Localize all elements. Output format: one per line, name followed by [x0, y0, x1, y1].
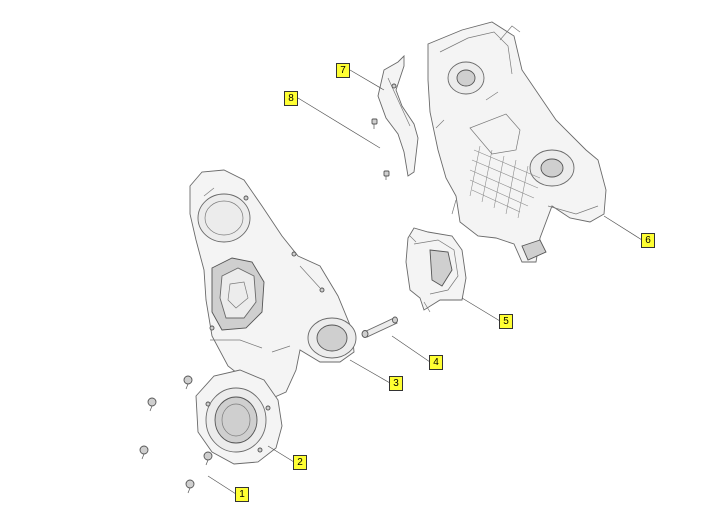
callout-7: 7 — [336, 63, 350, 78]
callout-1-label: 1 — [239, 489, 245, 500]
callout-2-label: 2 — [297, 457, 303, 468]
part-5-cover-section — [405, 227, 467, 313]
callout-8: 8 — [284, 91, 298, 106]
part-1-bolts — [139, 375, 213, 494]
callout-2: 2 — [293, 455, 307, 470]
callout-6: 6 — [641, 233, 655, 248]
part-6-rear-cover — [427, 21, 607, 263]
callout-3-label: 3 — [393, 378, 399, 389]
part-8-screws — [371, 118, 390, 180]
callout-5-label: 5 — [503, 316, 509, 327]
callout-5: 5 — [499, 314, 513, 329]
part-7-bracket — [377, 54, 419, 177]
callout-1: 1 — [235, 487, 249, 502]
callout-4: 4 — [429, 355, 443, 370]
callout-3: 3 — [389, 376, 403, 391]
callout-4-label: 4 — [433, 357, 439, 368]
part-3-front-cover — [189, 169, 357, 401]
callout-7-label: 7 — [340, 65, 346, 76]
callout-8-label: 8 — [288, 93, 294, 104]
part-4-shaft — [361, 316, 398, 338]
part-2-seal-plate — [195, 369, 283, 465]
callout-6-label: 6 — [645, 235, 651, 246]
leader-lines — [207, 69, 643, 495]
